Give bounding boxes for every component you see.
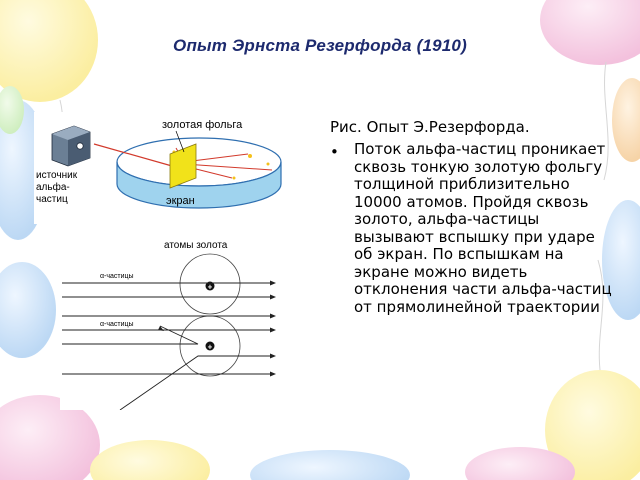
slide-title: Опыт Эрнста Резерфорда (1910) <box>173 36 467 55</box>
label-source: источник альфа- частиц <box>36 170 78 205</box>
nucleus-2-sign: + <box>208 343 213 352</box>
label-alpha-particles-1: α-частицы <box>100 273 134 280</box>
bullet-text: Поток альфа-частиц проникает сквозь тонк… <box>354 140 612 316</box>
label-screen: экран <box>166 195 195 207</box>
gold-atom-1 <box>179 253 241 315</box>
bullet-marker: • <box>330 143 339 161</box>
bullet-item: • Поток альфа-частиц проникает сквозь то… <box>330 140 612 316</box>
screen-band <box>116 161 282 209</box>
nucleus-2 <box>205 341 215 351</box>
label-alpha-particles-2: α-частицы <box>100 321 134 328</box>
nucleus-1-sign: + <box>208 283 213 292</box>
nucleus-1 <box>205 281 215 291</box>
label-source-line-2: альфа- <box>36 181 70 193</box>
figure-caption: Рис. Опыт Э.Резерфорда. <box>330 118 530 136</box>
label-gold-atoms: атомы золота <box>164 240 228 251</box>
label-source-line-3: частиц <box>36 194 68 205</box>
gold-foil <box>169 143 197 189</box>
alpha-scattering-diagram: атомы золота + + α-частицы α-частицы <box>60 234 280 410</box>
label-gold-foil: золотая фольга <box>162 119 243 131</box>
rutherford-apparatus-diagram: золотая фольга источник альфа- частиц эк… <box>34 112 286 224</box>
label-source-line-1: источник <box>36 170 78 181</box>
